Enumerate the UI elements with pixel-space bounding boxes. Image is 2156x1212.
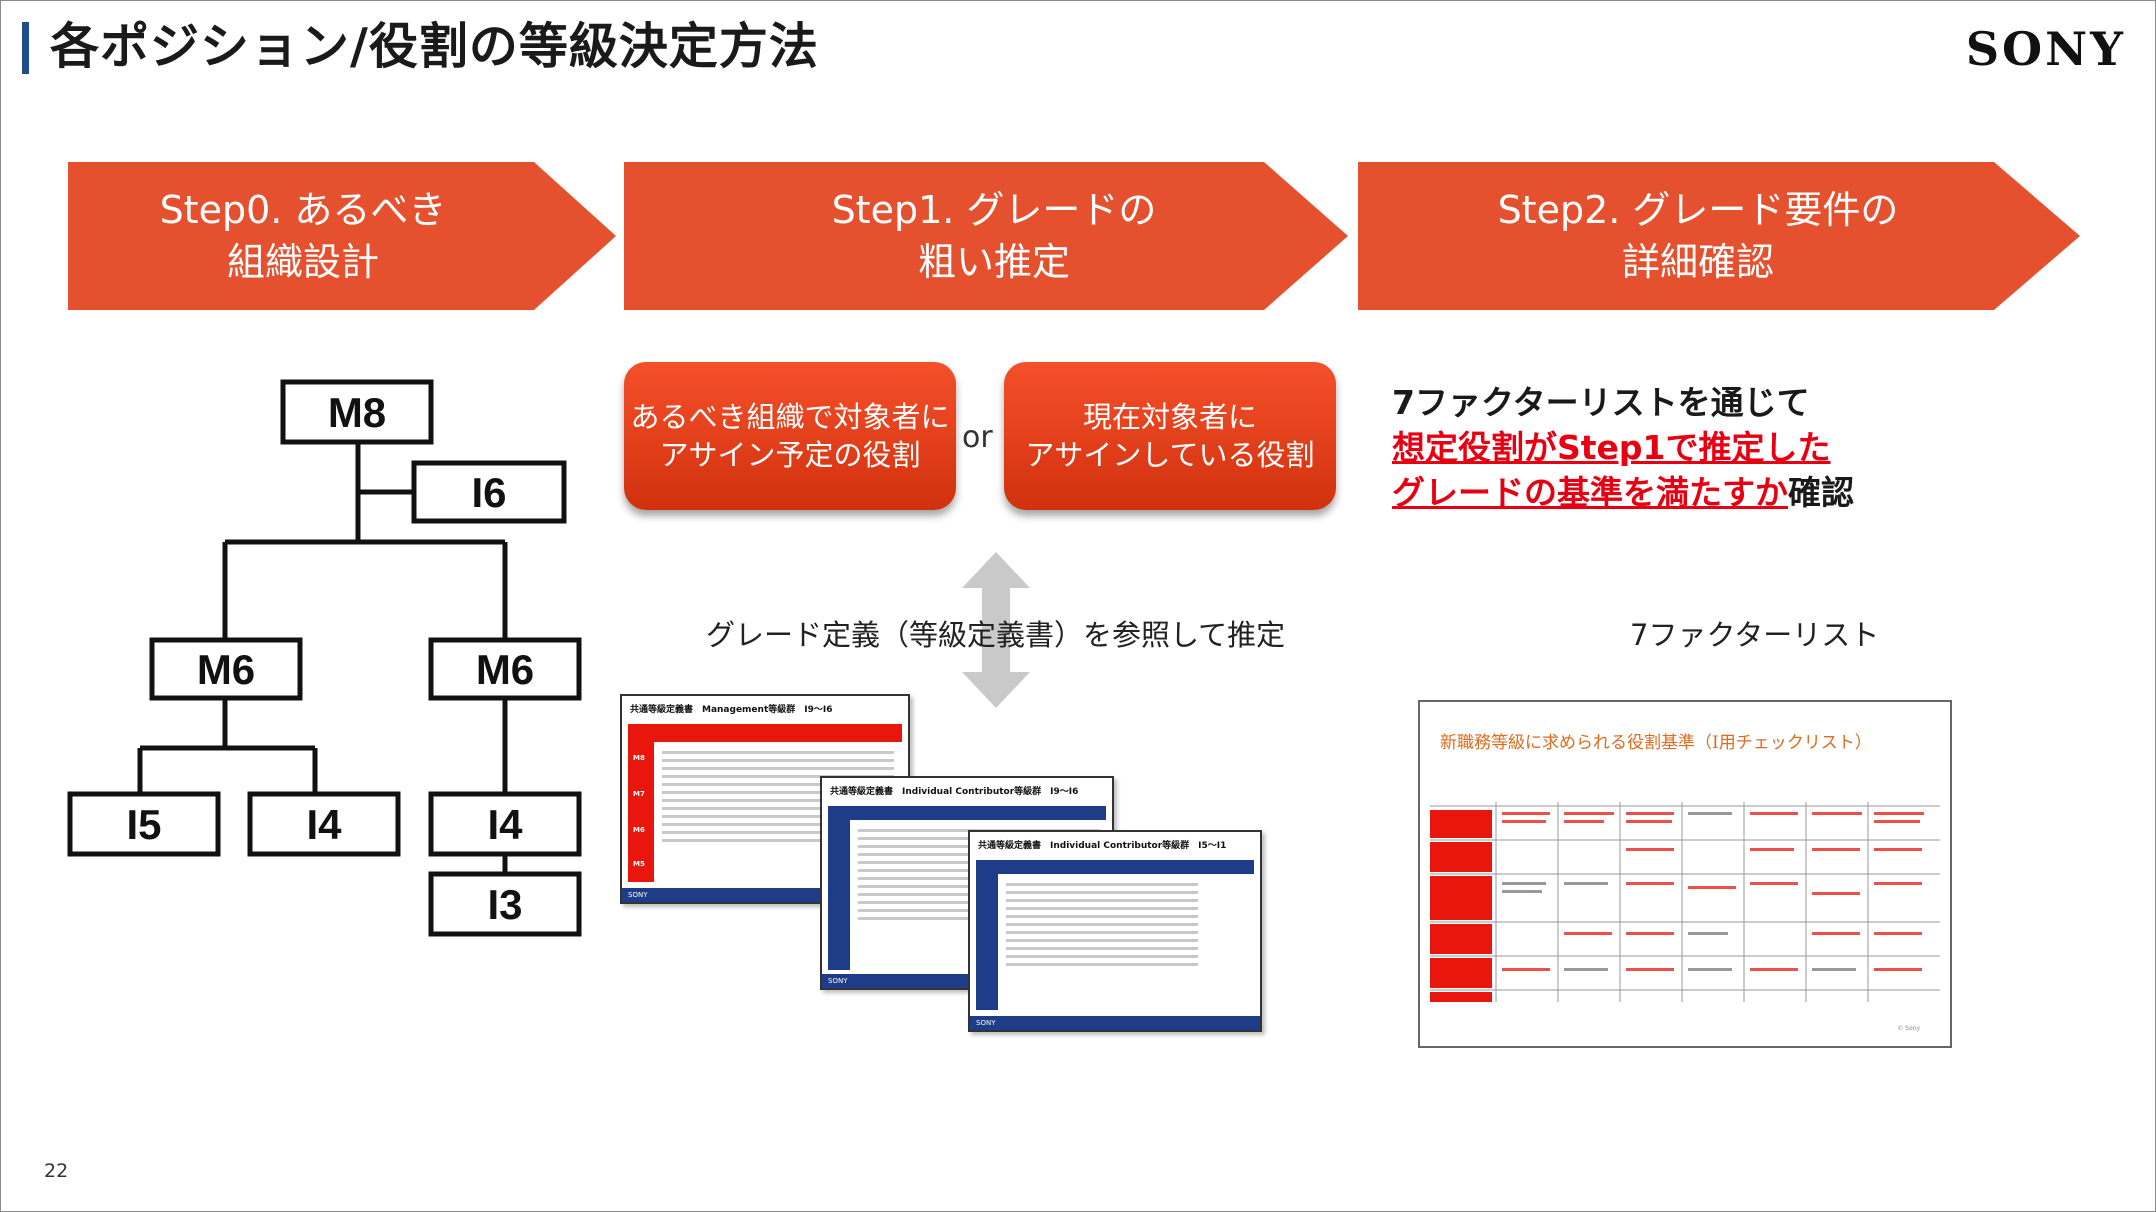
- org-box-mid-left: [149, 637, 303, 701]
- doc2-header-bar: [828, 806, 1106, 820]
- doc3-title: 共通等級定義書 Individual Contributor等級群 I5～I1: [978, 841, 1227, 851]
- org-box-leaf2: [247, 791, 401, 857]
- doc1-row-label: M8: [633, 754, 645, 762]
- org-chart: M8 I6 M6 M6 I5 I4 I4 I3: [67, 379, 582, 937]
- org-box-side: [411, 460, 567, 524]
- org-box-mid-right: [428, 637, 582, 701]
- doc1-row-label: M5: [633, 860, 645, 868]
- org-label-leaf4: I3: [487, 881, 522, 928]
- doc1-row-label: M6: [633, 826, 645, 834]
- factor-line2-red: 想定役割がStep1で推定した: [1392, 428, 1831, 467]
- double-arrow-icon: [962, 552, 1030, 708]
- step0-label: Step0. あるべき 組織設計: [159, 188, 447, 284]
- org-box-leaf4: [428, 871, 582, 937]
- title-accent-bar: [22, 22, 29, 74]
- doc1-body-text: [658, 746, 898, 842]
- checklist-grid: [1430, 802, 1940, 1002]
- doc1-title: 共通等級定義書 Management等級群 I9～I6: [630, 705, 833, 715]
- page-title: 各ポジション/役割の等級決定方法: [50, 18, 819, 75]
- factor-line3-suffix: 確認: [1788, 473, 1854, 512]
- org-label-mid-left: M6: [197, 646, 255, 693]
- step0-arrow: Step0. あるべき 組織設計: [68, 162, 616, 310]
- checklist-footer: © Sony: [1897, 1025, 1920, 1032]
- org-box-top: [280, 379, 434, 445]
- org-label-top: M8: [328, 389, 386, 436]
- doc2-title: 共通等級定義書 Individual Contributor等級群 I9～I6: [830, 787, 1079, 797]
- factor-line3-red: グレードの基準を満たすか: [1392, 473, 1788, 512]
- sony-logo: SONY: [1965, 22, 2126, 76]
- grade-definition-caption: グレード定義（等級定義書）を参照して推定: [706, 618, 1286, 652]
- org-label-side: I6: [471, 469, 506, 516]
- factor-line1: 7ファクターリストを通じて: [1392, 383, 1810, 422]
- assign-planned-role-box: あるべき組織で対象者に アサイン予定の役割: [624, 362, 956, 510]
- step1-arrow: Step1. グレードの 粗い推定: [624, 162, 1348, 310]
- org-box-leaf1: [67, 791, 221, 857]
- org-label-leaf3: I4: [487, 801, 523, 848]
- step1-label: Step1. グレードの 粗い推定: [831, 188, 1157, 284]
- doc2-row-labels: [828, 820, 850, 970]
- or-text: or: [962, 420, 993, 455]
- seven-factor-description: 7ファクターリストを通じて 想定役割がStep1で推定した グレードの基準を満た…: [1392, 380, 1854, 515]
- checklist-title: 新職務等級に求められる役割基準（I用チェックリスト）: [1440, 733, 1872, 753]
- step2-label: Step2. グレード要件の 詳細確認: [1497, 188, 1899, 284]
- seven-factor-list-caption: 7ファクターリスト: [1630, 618, 1880, 652]
- doc1-header-bar: [628, 724, 902, 742]
- seven-factor-checklist-thumbnail: 新職務等級に求められる役割基準（I用チェックリスト）: [1418, 700, 1952, 1048]
- doc1-row-label: M7: [633, 790, 645, 798]
- doc3-body-text: [1002, 878, 1202, 966]
- org-label-leaf2: I4: [306, 801, 342, 848]
- doc3-footer: SONY: [970, 1016, 1260, 1030]
- org-box-leaf3: [428, 791, 582, 857]
- doc1-row-labels: M8 M7 M6 M5: [628, 742, 654, 882]
- org-label-mid-right: M6: [476, 646, 534, 693]
- step2-arrow: Step2. グレード要件の 詳細確認: [1358, 162, 2080, 310]
- assign-current-role-box: 現在対象者に アサインしている役割: [1004, 362, 1336, 510]
- doc3-row-labels: [976, 874, 998, 1010]
- doc3-header-bar: [976, 860, 1254, 874]
- grade-doc-thumbnail-ic-lower: 共通等級定義書 Individual Contributor等級群 I5～I1 …: [968, 830, 1262, 1032]
- org-label-leaf1: I5: [126, 801, 161, 848]
- page-number: 22: [44, 1160, 69, 1182]
